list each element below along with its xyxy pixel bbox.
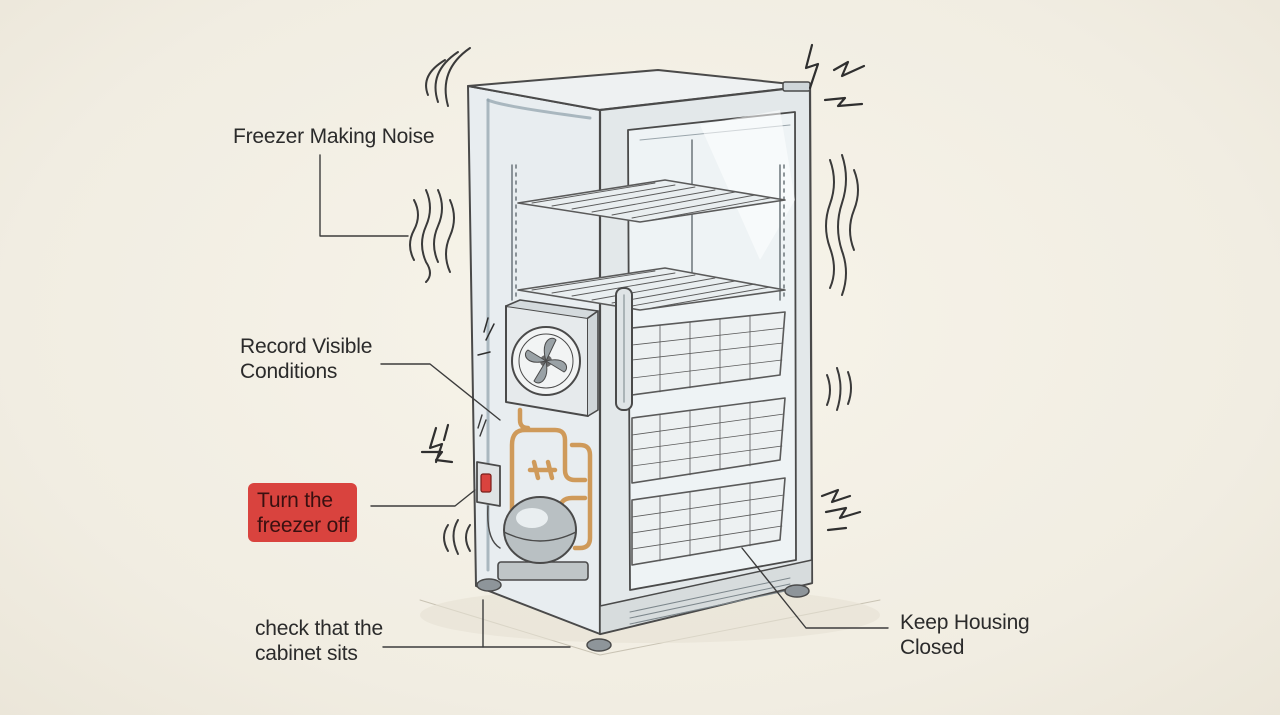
label-record-visible-conditions: Record Visible Conditions [240, 335, 373, 383]
fan-icon [505, 299, 599, 417]
label-keep-housing-closed: Keep Housing Closed [900, 611, 1030, 659]
vibration-wave-icon [409, 47, 859, 555]
label-freezer-making-noise: Freezer Making Noise [233, 125, 435, 148]
label-check-cabinet-sits: check that the cabinet sits [255, 617, 383, 665]
wire-baskets [631, 311, 786, 566]
door-handle [615, 287, 633, 411]
cabinet-feet [476, 578, 810, 652]
base-plinth [599, 559, 813, 635]
copper-tubing [509, 407, 593, 551]
label-turn-freezer-off: Turn the freezer off [248, 483, 357, 542]
power-switch-icon [476, 461, 501, 549]
leader-lines [319, 154, 889, 648]
lightning-bolt-icon [420, 43, 866, 532]
compressor-icon [497, 496, 589, 581]
